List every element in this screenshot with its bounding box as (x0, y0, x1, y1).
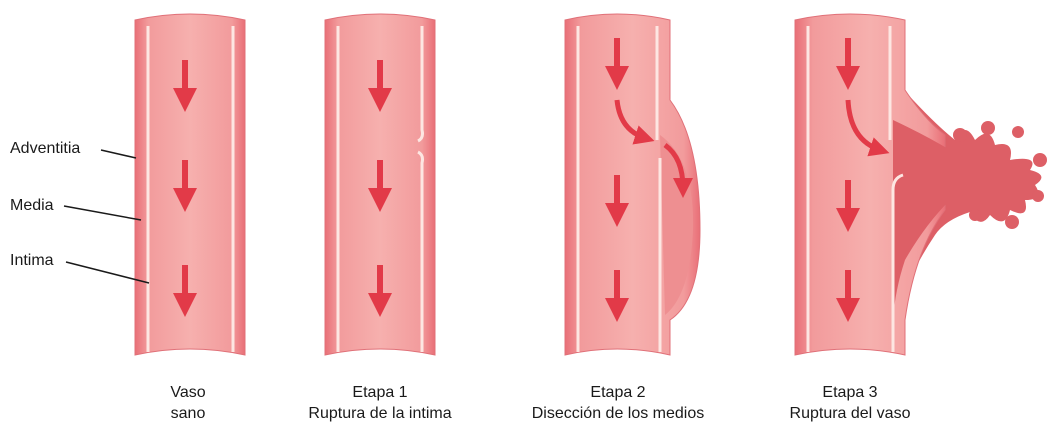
caption-4-line1: Etapa 3 (822, 384, 877, 401)
caption-3-line1: Etapa 2 (590, 384, 645, 401)
vessel-stage-2 (565, 14, 700, 355)
vessel-wall (135, 14, 245, 355)
captions: Vaso sano Etapa 1 Ruptura de la intima E… (170, 384, 910, 422)
vessel-stage-3 (795, 14, 1047, 355)
blood-droplet (981, 121, 995, 135)
caption-4-line2: Ruptura del vaso (790, 405, 911, 422)
caption-1-line1: Vaso (170, 384, 205, 401)
leader-media (64, 206, 141, 220)
blood-droplet (953, 128, 967, 142)
leader-adventitia (101, 150, 136, 158)
label-intima: Intima (10, 252, 54, 269)
caption-2-line2: Ruptura de la intima (308, 405, 451, 422)
blood-droplet (1012, 126, 1024, 138)
label-adventitia: Adventitia (10, 140, 80, 157)
caption-2-line1: Etapa 1 (352, 384, 407, 401)
blood-droplet (1005, 215, 1019, 229)
vessel-stage-1 (325, 14, 435, 355)
blood-droplet (969, 209, 981, 221)
caption-1-line2: sano (171, 405, 206, 422)
blood-droplet (1032, 190, 1044, 202)
vessel-healthy (135, 14, 245, 355)
layer-labels: Adventitia Media Intima (10, 140, 149, 283)
label-media: Media (10, 197, 54, 214)
blood-droplet (1033, 153, 1047, 167)
caption-3-line2: Disección de los medios (532, 405, 705, 422)
